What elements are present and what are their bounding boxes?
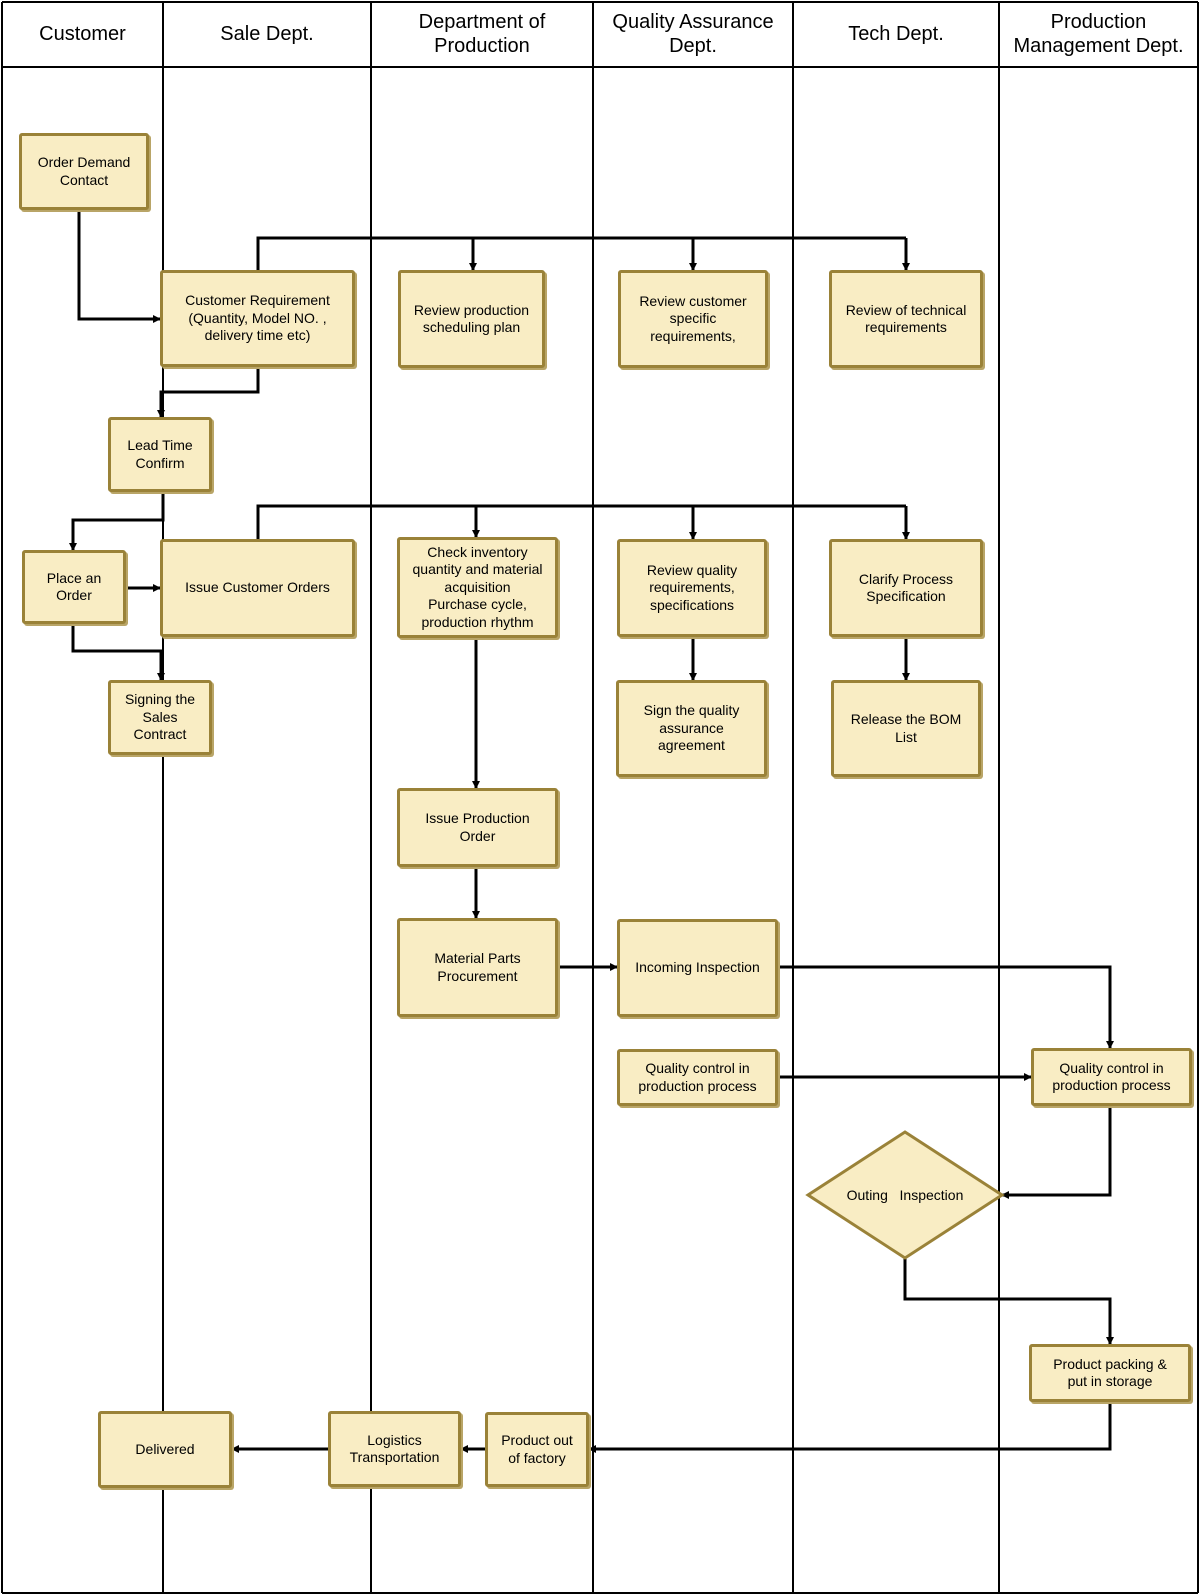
lead-time-node: Lead Time Confirm — [108, 417, 212, 492]
review-quality-label: Review quality requirements, specificati… — [646, 561, 738, 613]
outing-inspection-diamond — [805, 1130, 1005, 1260]
review-production-label: Review production scheduling plan — [413, 301, 530, 336]
connector-place-order-to-contract — [71, 624, 165, 681]
logistics-node: Logistics Transportation — [328, 1411, 461, 1487]
review-production-node: Review production scheduling plan — [398, 270, 545, 368]
review-customer-node: Review customer specific requirements, — [618, 270, 768, 368]
incoming-inspection-node: Incoming Inspection — [617, 919, 778, 1017]
issue-customer-orders-label: Issue Customer Orders — [185, 579, 330, 596]
lane-header-sale: Sale Dept. — [220, 23, 314, 45]
sign-quality-node: Sign the quality assurance agreement — [616, 680, 767, 777]
connector-requirement-to-leadtime — [157, 367, 260, 418]
material-parts-node: Material Parts Procurement — [397, 918, 558, 1017]
lane-header-tech: Tech Dept. — [848, 23, 944, 45]
qc-pm-node: Quality control in production process — [1031, 1048, 1192, 1106]
connector-order-to-requirement — [77, 210, 161, 323]
signing-contract-node: Signing the Sales Contract — [108, 680, 212, 755]
sign-quality-label: Sign the quality assurance agreement — [643, 702, 740, 754]
check-inventory-label: Check inventory quantity and material ac… — [412, 543, 543, 630]
connector-incoming-to-qc-pm — [778, 965, 1114, 1049]
review-customer-label: Review customer specific requirements, — [639, 292, 747, 344]
connector-layer — [69, 210, 1114, 1453]
decision-layer — [805, 1130, 1005, 1260]
connector-qc-pm-to-outing — [1001, 1106, 1112, 1199]
review-technical-node: Review of technical requirements — [829, 270, 983, 368]
lane-header-qa: Quality Assurance Dept. — [612, 11, 774, 57]
product-packing-label: Product packing & put in storage — [1053, 1355, 1167, 1390]
review-quality-node: Review quality requirements, specificati… — [617, 539, 767, 637]
customer-requirement-label: Customer Requirement (Quantity, Model NO… — [185, 292, 330, 344]
product-packing-node: Product packing & put in storage — [1029, 1344, 1191, 1402]
lane-header-pm: Production Management Dept. — [1013, 11, 1184, 57]
review-technical-label: Review of technical requirements — [845, 301, 967, 336]
signing-contract-label: Signing the Sales Contract — [124, 691, 196, 743]
qc-qa-label: Quality control in production process — [638, 1060, 757, 1094]
qc-qa-node: Quality control in production process — [617, 1049, 778, 1106]
order-demand-label: Order Demand Contact — [37, 154, 131, 188]
connector-packing-to-product-out — [588, 1402, 1112, 1453]
material-parts-label: Material Parts Procurement — [434, 950, 521, 984]
connector-outing-to-packing — [903, 1258, 1114, 1345]
place-order-node: Place an Order — [22, 550, 126, 624]
place-order-label: Place an Order — [46, 569, 102, 604]
issue-production-order-node: Issue Production Order — [397, 788, 558, 867]
issue-production-order-label: Issue Production Order — [425, 810, 530, 844]
issue-customer-orders-node: Issue Customer Orders — [160, 539, 355, 637]
product-out-label: Product out of factory — [501, 1432, 573, 1466]
connector-issue-bus — [256, 504, 906, 539]
delivered-label: Delivered — [135, 1440, 195, 1457]
lane-header-production: Department of Production — [418, 11, 546, 57]
connector-leadtime-to-place-order — [69, 492, 165, 551]
product-out-node: Product out of factory — [485, 1412, 589, 1487]
incoming-inspection-label: Incoming Inspection — [635, 959, 760, 976]
logistics-label: Logistics Transportation — [349, 1431, 440, 1466]
release-bom-node: Release the BOM List — [831, 680, 981, 777]
qc-pm-label: Quality control in production process — [1052, 1059, 1171, 1094]
customer-requirement-node: Customer Requirement (Quantity, Model NO… — [160, 270, 355, 367]
delivered-node: Delivered — [98, 1411, 232, 1488]
check-inventory-node: Check inventory quantity and material ac… — [397, 537, 558, 638]
order-demand-node: Order Demand Contact — [19, 133, 149, 210]
outing-inspection-label: Outing Inspection — [846, 1187, 964, 1203]
lane-header-customer: Customer — [39, 23, 126, 45]
connector-requirement-bus — [256, 236, 906, 270]
clarify-process-label: Clarify Process Specification — [858, 570, 954, 605]
lead-time-label: Lead Time Confirm — [127, 437, 193, 471]
release-bom-label: Release the BOM List — [850, 711, 962, 745]
clarify-process-node: Clarify Process Specification — [829, 539, 983, 637]
